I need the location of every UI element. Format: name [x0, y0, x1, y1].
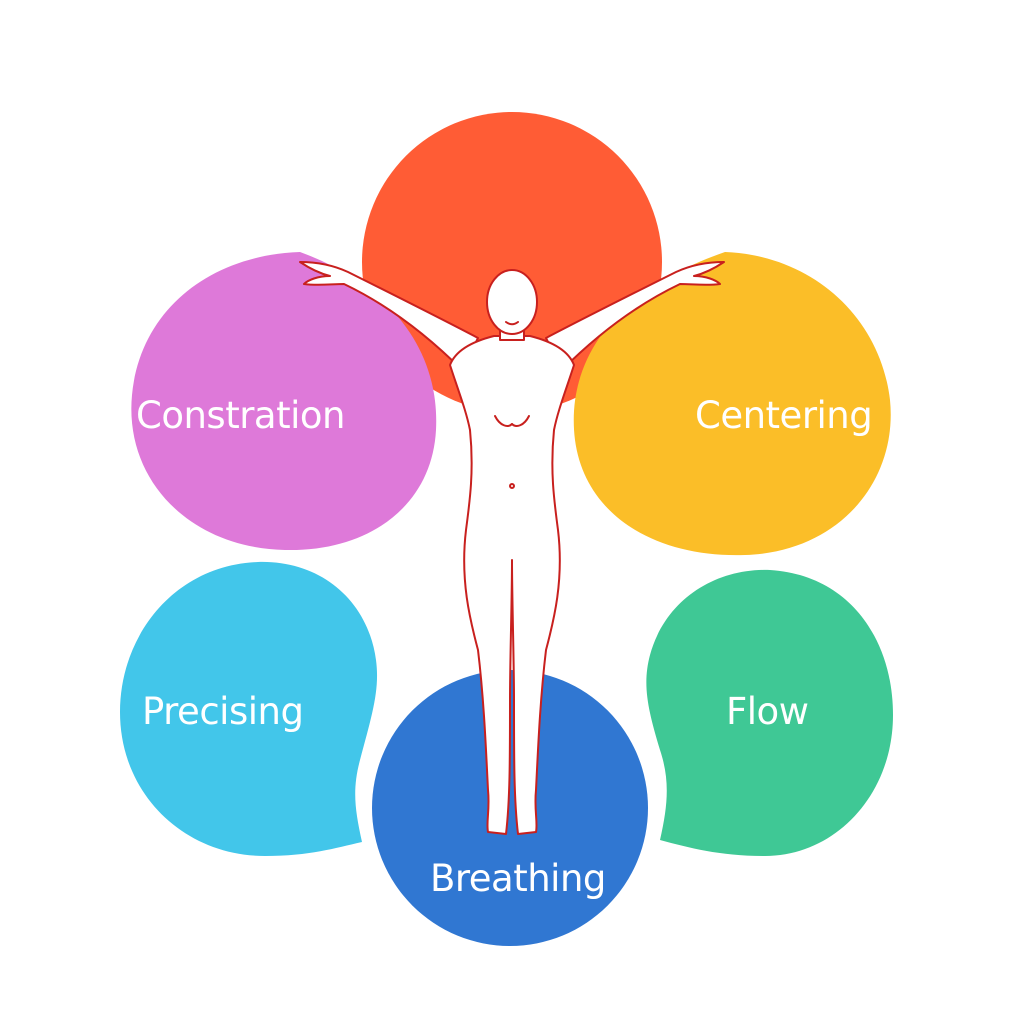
human-figure-icon [299, 261, 725, 835]
label-breathing: Breathing [430, 857, 606, 900]
label-constration: Constration [136, 394, 345, 437]
petal-flow [646, 569, 893, 856]
petal-constration [131, 252, 437, 551]
label-flow: Flow [726, 690, 809, 733]
petal-centering [573, 252, 891, 556]
petal-precising [120, 561, 378, 856]
petal-breathing [372, 670, 648, 946]
label-centering: Centering [695, 394, 873, 437]
label-precising: Precising [142, 690, 304, 733]
